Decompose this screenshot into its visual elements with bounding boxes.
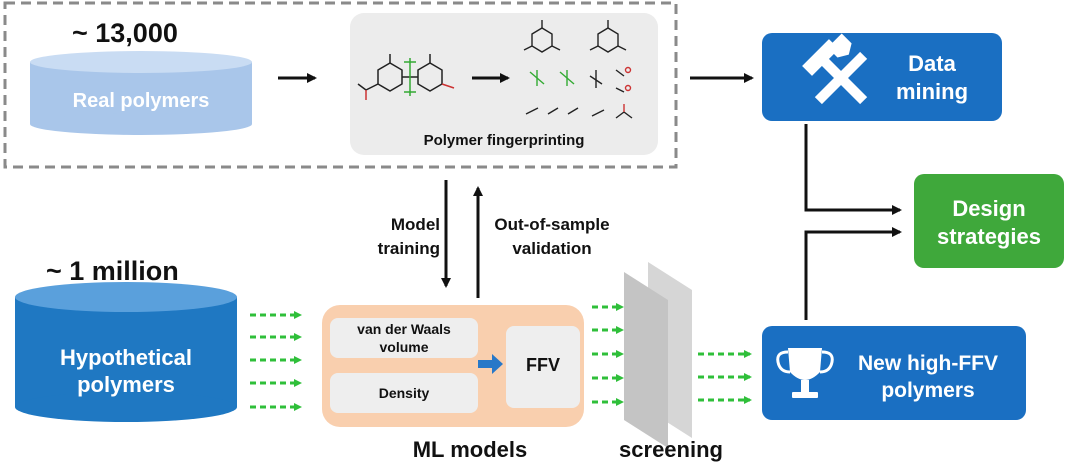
design-strategies-box — [914, 174, 1064, 268]
arrow-to-ffv — [478, 354, 503, 374]
real-polymers-label: Real polymers — [72, 90, 210, 112]
screening-label: screening — [619, 437, 723, 462]
density-box — [330, 373, 478, 413]
model-training-line-1: Model — [390, 215, 440, 234]
fingerprint-label: Polymer fingerprinting — [423, 132, 585, 149]
density-label: Density — [378, 385, 430, 401]
design-line-2: strategies — [937, 224, 1041, 249]
data-mining-line-2: mining — [895, 79, 969, 104]
vdw-volume-label: van der Waals volume — [330, 320, 478, 356]
design-strategies-label: Design strategies — [914, 195, 1064, 251]
real-polymer-group-frame — [3, 1, 678, 169]
tools-icon — [802, 33, 868, 105]
hyp-line-2: polymers — [77, 372, 175, 397]
model-training-label: Model training — [360, 213, 440, 261]
hypothetical-polymers-cylinder — [15, 282, 237, 422]
vdw-line-1: van der Waals — [357, 321, 451, 337]
trophy-icon — [776, 348, 834, 398]
vdw-volume-box — [330, 318, 478, 358]
data-mining-label: Data mining — [872, 50, 992, 106]
screening-filter-icon — [624, 262, 692, 448]
oos-line-1: Out-of-sample — [494, 215, 610, 234]
green-arrows-to-ml — [250, 311, 302, 411]
new-polymers-line-1: New high-FFV — [858, 352, 998, 375]
new-polymers-line-2: polymers — [881, 379, 975, 402]
design-line-1: Design — [952, 196, 1026, 221]
polymer-structure-icon — [357, 54, 455, 100]
ml-models-label: ML models — [412, 437, 528, 462]
real-polymers-count: ~ 13,000 — [72, 18, 178, 48]
hypothetical-polymers-label: Hypothetical polymers — [15, 344, 237, 398]
ffv-box — [506, 326, 580, 408]
data-mining-line-1: Data — [908, 51, 956, 76]
green-arrows-to-screening — [592, 303, 624, 406]
hypothetical-polymers-count: ~ 1 million — [46, 256, 179, 286]
fingerprint-panel — [350, 13, 658, 155]
oos-line-2: validation — [512, 239, 592, 258]
hyp-line-1: Hypothetical — [59, 345, 193, 370]
real-polymers-cylinder — [30, 51, 252, 135]
out-of-sample-label: Out-of-sample validation — [482, 213, 622, 261]
vdw-line-2: volume — [379, 339, 429, 355]
green-arrows-to-new-polymers — [698, 350, 752, 404]
new-polymers-label: New high-FFV polymers — [840, 350, 1016, 404]
fingerprint-fragments-icon — [523, 20, 633, 119]
connector-lines — [804, 124, 902, 320]
ffv-label: FFV — [526, 355, 560, 375]
new-polymers-box — [762, 326, 1026, 420]
model-training-line-2: training — [377, 239, 440, 258]
